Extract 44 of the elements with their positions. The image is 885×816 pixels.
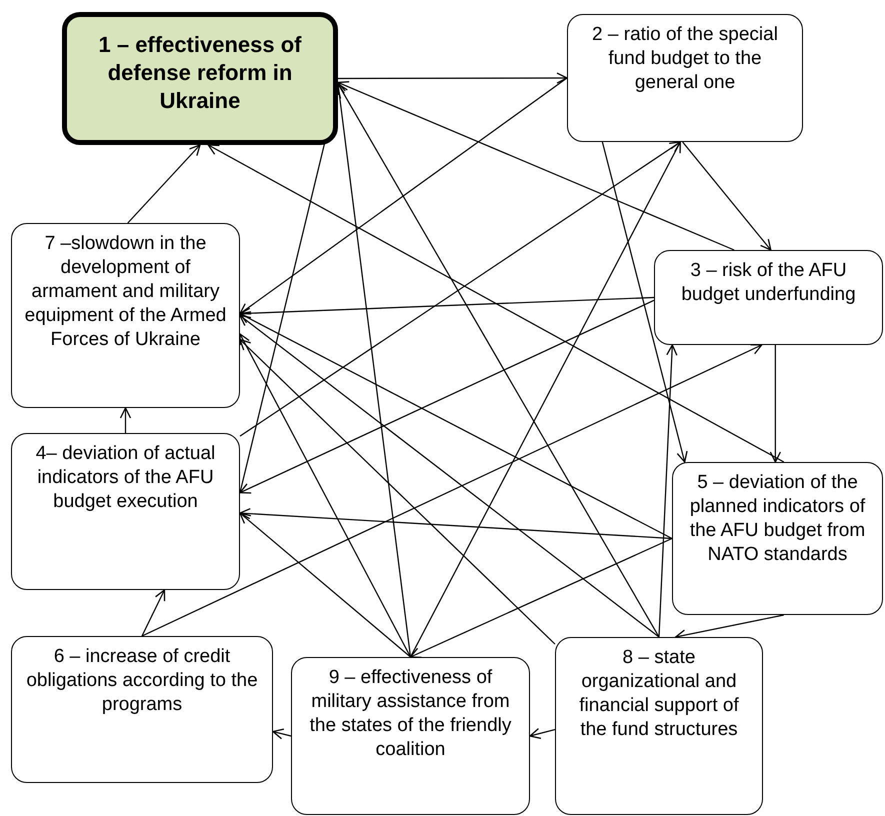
arrow [338,72,568,84]
rounded-box [11,433,240,590]
arrow [602,142,688,463]
arrow [272,728,292,740]
node-text: 7 –slowdown in the development of armament and military equipment of the Armed Forces of Ukraine [24,232,228,352]
arrow [239,300,654,494]
arrow [529,728,556,739]
rounded-box [567,14,803,142]
node-text: 1 – effectiveness of defense reform in Ukraine [98,31,302,115]
arrow [239,314,660,638]
node-text: 4– deviation of actual indicators of the AFU budget execution [34,442,216,514]
node-text: 5 – deviation of the planned indicators of the AFU budget from NATO standards [688,471,866,567]
arrow [410,538,672,658]
arrow [208,144,784,463]
arrow [410,141,681,658]
arrow [239,512,411,658]
arrow [658,344,678,638]
arrow [240,141,681,437]
arrow [239,296,654,319]
arrow [239,338,556,645]
arrow [141,589,166,636]
node-text: 2 – ratio of the special fund budget to the general one [591,23,779,95]
node-text: 8 – state organizational and financial support of the fund structures [578,646,740,742]
rounded-box [11,636,273,783]
arrow [239,78,568,314]
rounded-box [291,657,530,815]
arrow [682,142,772,251]
arrow [142,344,762,637]
rounded-box [672,462,883,615]
rounded-box [555,637,763,815]
node-text: 9 – effectiveness of military assistance from the states of the friendly coalition [308,666,512,762]
arrow [239,313,672,540]
arrow [337,83,660,638]
rounded-box [11,223,240,408]
arrow [337,81,734,251]
node-text: 3 – risk of the AFU budget underfunding [680,259,857,307]
arrow [127,144,201,224]
highlighted-box [62,12,338,145]
arrow [770,345,782,463]
rounded-box [654,250,883,345]
arrow [239,508,672,540]
arrow [120,407,132,433]
arrow [239,333,412,658]
node-text: 6 – increase of credit obligations according to the programs [25,645,259,717]
